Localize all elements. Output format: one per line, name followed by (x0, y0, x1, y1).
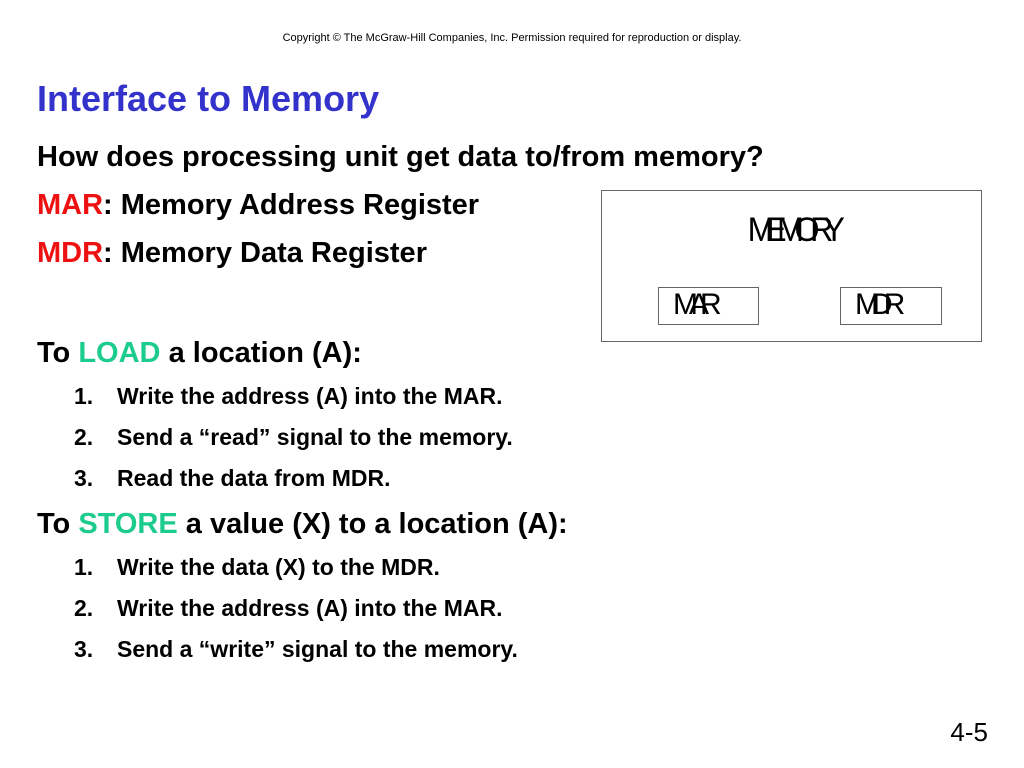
mar-term: MAR (37, 189, 104, 221)
store-keyword: STORE (78, 508, 178, 540)
step-text: Write the data (X) to the MDR. (117, 554, 440, 580)
mdr-description: : Memory Data Register (103, 237, 427, 269)
store-heading: To STORE a value (X) to a location (A): (37, 507, 568, 541)
step-text: Read the data from MDR. (117, 465, 391, 491)
load-keyword: LOAD (78, 337, 161, 369)
mdr-register-label: MDR (855, 288, 905, 321)
load-prefix: To (37, 337, 79, 369)
step-number: 1. (74, 383, 94, 409)
step-number: 2. (74, 424, 94, 450)
store-suffix: a value (X) to a location (A): (177, 508, 568, 540)
mdr-register-box: MDR (840, 287, 942, 325)
store-prefix: To (37, 508, 79, 540)
step-number: 1. (74, 554, 94, 580)
mar-register-label: MAR (673, 288, 722, 321)
load-heading: To LOAD a location (A): (37, 336, 362, 370)
mdr-term: MDR (37, 237, 104, 269)
intro-question: How does processing unit get data to/fro… (37, 141, 764, 173)
memory-label: MEMORY (747, 211, 845, 249)
mar-register-box: MAR (658, 287, 759, 325)
copyright-notice: Copyright © The McGraw-Hill Companies, I… (282, 32, 742, 44)
step-text: Send a “read” signal to the memory. (117, 424, 513, 450)
step-number: 3. (74, 465, 94, 491)
step-text: Send a “write” signal to the memory. (117, 636, 518, 662)
step-text: Write the address (A) into the MAR. (117, 595, 503, 621)
load-suffix: a location (A): (160, 337, 362, 369)
step-number: 2. (74, 595, 94, 621)
slide-title: Interface to Memory (37, 78, 380, 119)
mar-definition: MAR: Memory Address Register (37, 188, 479, 222)
page-number: 4-5 (950, 717, 988, 747)
memory-diagram: MEMORY MAR MDR (601, 190, 982, 342)
mdr-definition: MDR: Memory Data Register (37, 236, 427, 270)
mar-description: : Memory Address Register (103, 189, 480, 221)
step-text: Write the address (A) into the MAR. (117, 383, 503, 409)
step-number: 3. (74, 636, 94, 662)
